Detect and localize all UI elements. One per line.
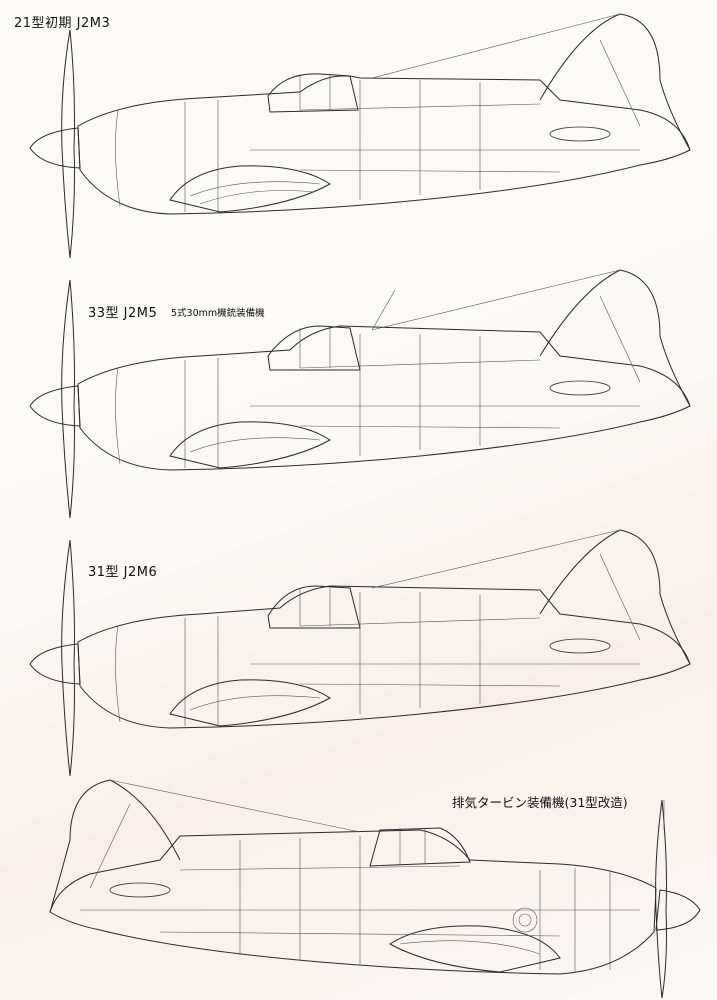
figure-label-j2m5: 33型 J2M5 <box>88 306 158 321</box>
figure-label-turbo: 排気タービン装備機(31型改造) <box>452 795 628 810</box>
figure-note-j2m5: 5式30mm機銃装備機 <box>171 308 265 319</box>
aircraft-drawing-j2m6 <box>0 520 717 780</box>
aircraft-drawing-j2m3 <box>0 0 717 260</box>
aircraft-drawing-turbo <box>0 770 717 1000</box>
figure-label-j2m6: 31型 J2M6 <box>88 565 158 580</box>
figure-label-j2m3: 21型初期 J2M3 <box>14 16 111 31</box>
aircraft-drawing-j2m5 <box>0 260 717 520</box>
